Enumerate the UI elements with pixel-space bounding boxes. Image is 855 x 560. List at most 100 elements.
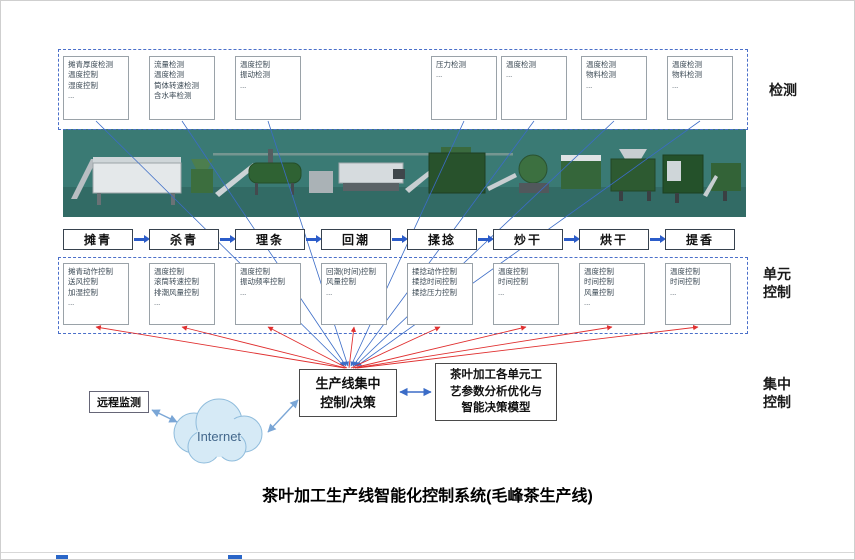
process-step: 杀青 [149,229,219,250]
detection-box: 压力检测 ... [431,56,497,120]
label-line: 茶叶加工各单元工 [450,368,542,381]
label-line: 流量检测 [154,60,184,69]
label-line: 揉捻时间控制 [412,277,457,287]
label-line: ... [436,70,443,80]
process-step: 回潮 [321,229,391,250]
flow-arrow-icon [392,235,408,243]
bottom-divider [1,552,854,553]
flow-arrow-icon [478,235,494,243]
detection-box: 摊青厚度检测 温度控制 湿度控制 ... [63,56,129,120]
unit-control-box: 温度控制 时间控制 风量控制 ... [579,263,645,325]
label-line: 单元 [763,266,791,282]
label-line: 摊青动作控制 [68,267,113,276]
label-line: 时间控制 [498,277,528,287]
label-line: ... [68,298,75,308]
label-line: 滚筒转速控制 [154,277,199,287]
page-title: 茶叶加工生产线智能化控制系统(毛峰茶生产线) [262,488,593,505]
unit-control-box: 温度控制 滚筒转速控制 排潮风量控制 ... [149,263,215,325]
label-line: 物料检测 [586,70,616,80]
label-line: ... [240,80,247,90]
label-line: 生产线集中 [315,375,381,391]
taskbar-fragment [228,555,242,559]
label-line: 振动频率控制 [240,277,285,287]
label-line: 温度控制 [240,60,270,69]
label-line: ... [586,80,593,90]
label-line: ... [670,287,677,297]
unit-control-box: 摊青动作控制 送风控制 加湿控制 ... [63,263,129,325]
process-step: 烘干 [579,229,649,250]
label-line: 温度控制 [670,267,700,276]
label-line: ... [326,287,333,297]
detection-box: 温度检测 物料检测 ... [581,56,647,120]
remote-monitor-box: 远程监测 [89,391,149,413]
flow-arrow-icon [220,235,236,243]
label-line: 控制 [763,284,791,301]
detection-box: 温度检测 ... [501,56,567,120]
unit-control-box: 揉捻动作控制 揉捻时间控制 揉捻压力控制 [407,263,473,325]
label-line: 物料检测 [672,70,702,80]
unit-control-box: 回潮(时间)控制 风量控制 ... [321,263,387,325]
label-line: 温度控制 [240,267,270,276]
process-step: 理条 [235,229,305,250]
label-line: 风量控制 [584,287,614,297]
label-line: 排潮风量控制 [154,287,199,297]
label-line: 含水率检测 [154,91,192,101]
label-line: 湿度控制 [68,80,98,90]
label-line: ... [672,80,679,90]
label-line: 时间控制 [584,277,614,287]
label-line: 振动检测 [240,70,270,80]
detection-label: 检测 [769,82,797,98]
process-step: 提香 [665,229,735,250]
flow-arrow-icon [650,235,666,243]
production-line-photo [63,129,746,217]
label-line: 回潮(时间)控制 [326,267,376,276]
label-line: ... [240,287,247,297]
label-line: 集中 [763,376,791,392]
label-line: 揉捻动作控制 [412,267,457,276]
unit-control-box: 温度控制 振动频率控制 ... [235,263,301,325]
label-line: 风量控制 [326,277,356,287]
label-line: 温度检测 [586,60,616,69]
central-control-box: 生产线集中 控制/决策 [299,369,397,417]
label-line: 控制 [763,394,791,411]
process-step: 摊青 [63,229,133,250]
label-line: 摊青厚度检测 [68,60,113,69]
label-line: 温度控制 [154,267,184,276]
flow-arrow-icon [564,235,580,243]
label-line: 加湿控制 [68,287,98,297]
flow-arrow-icon [306,235,322,243]
label-line: 智能决策模型 [461,402,531,415]
label-line: 温度控制 [498,267,528,276]
label-line: 时间控制 [670,277,700,287]
label-line: ... [68,91,75,101]
process-step: 揉捻 [407,229,477,250]
label-line: 艺参数分析优化与 [450,385,542,398]
label-line: ... [498,287,505,297]
label-line: 温度控制 [584,267,614,276]
detection-box: 温度检测 物料检测 ... [667,56,733,120]
label-line: 温度检测 [154,70,184,80]
label-line: ... [584,298,591,308]
label-line: 控制/决策 [320,395,376,410]
unit-control-box: 温度控制 时间控制 ... [493,263,559,325]
label-line: ... [506,70,513,80]
label-line: 温度控制 [68,70,98,80]
process-step: 炒干 [493,229,563,250]
internet-cloud: Internet [173,398,263,464]
unit-control-label: 单元 控制 [763,265,791,301]
label-line: ... [154,298,161,308]
label-line: 温度检测 [672,60,702,69]
internet-label: Internet [197,429,241,444]
detection-box: 流量检测 温度检测 筒体转速检测 含水率检测 [149,56,215,120]
label-line: 压力检测 [436,60,466,69]
label-line: 温度检测 [506,60,536,69]
taskbar-fragment [56,555,68,559]
label-line: 揉捻压力控制 [412,287,457,297]
label-line: 筒体转速检测 [154,80,199,90]
label-line: 送风控制 [68,277,98,287]
unit-control-box: 温度控制 时间控制 ... [665,263,731,325]
detection-box: 温度控制 振动检测 ... [235,56,301,120]
central-control-label: 集中 控制 [763,375,791,411]
flow-arrow-icon [134,235,150,243]
